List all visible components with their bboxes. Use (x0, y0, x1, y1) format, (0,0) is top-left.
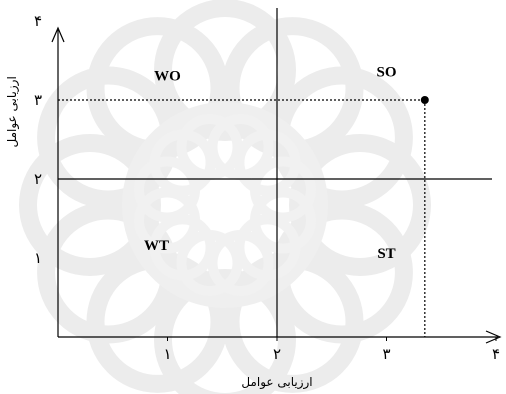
y-axis-arrow (51, 26, 65, 43)
watermark-petal (19, 134, 161, 276)
quadrant-label-so: SO (376, 64, 396, 80)
divider-lines (58, 8, 492, 337)
background-watermark (19, 0, 431, 394)
y-tick-label: ۴ (34, 12, 42, 30)
tick-labels: ۱ ۲ ۳ ۴ ۱ ۲ ۳ ۴ (34, 12, 500, 363)
watermark-ring (122, 102, 328, 308)
watermark-petal (154, 269, 296, 394)
y-tick-label: ۲ (34, 170, 42, 188)
quadrant-labels: WO SO WT ST (144, 64, 396, 262)
x-tick-label: ۲ (273, 345, 281, 363)
quadrant-label-st: ST (377, 246, 395, 262)
watermark-petal (289, 134, 431, 276)
watermark-petal (154, 0, 296, 141)
x-tick-label: ۱ (163, 345, 171, 363)
x-tick-label: ۴ (492, 345, 500, 363)
watermark-inner (134, 187, 201, 254)
watermark-inner (249, 156, 316, 223)
x-tick-label: ۳ (382, 345, 390, 363)
y-tick-label: ۳ (34, 91, 42, 109)
x-axis-label: ارزیابی عوامل (241, 375, 312, 390)
data-point (420, 96, 429, 104)
data-points (58, 96, 429, 337)
watermark-inner (176, 114, 243, 181)
quadrant-label-wo: WO (154, 68, 181, 84)
x-axis-arrow (485, 330, 502, 344)
y-axis-label: ارزیابی عوامل (5, 76, 20, 147)
quadrant-label-wt: WT (144, 238, 169, 254)
y-tick-label: ۱ (34, 249, 42, 267)
watermark-inner (207, 229, 274, 296)
